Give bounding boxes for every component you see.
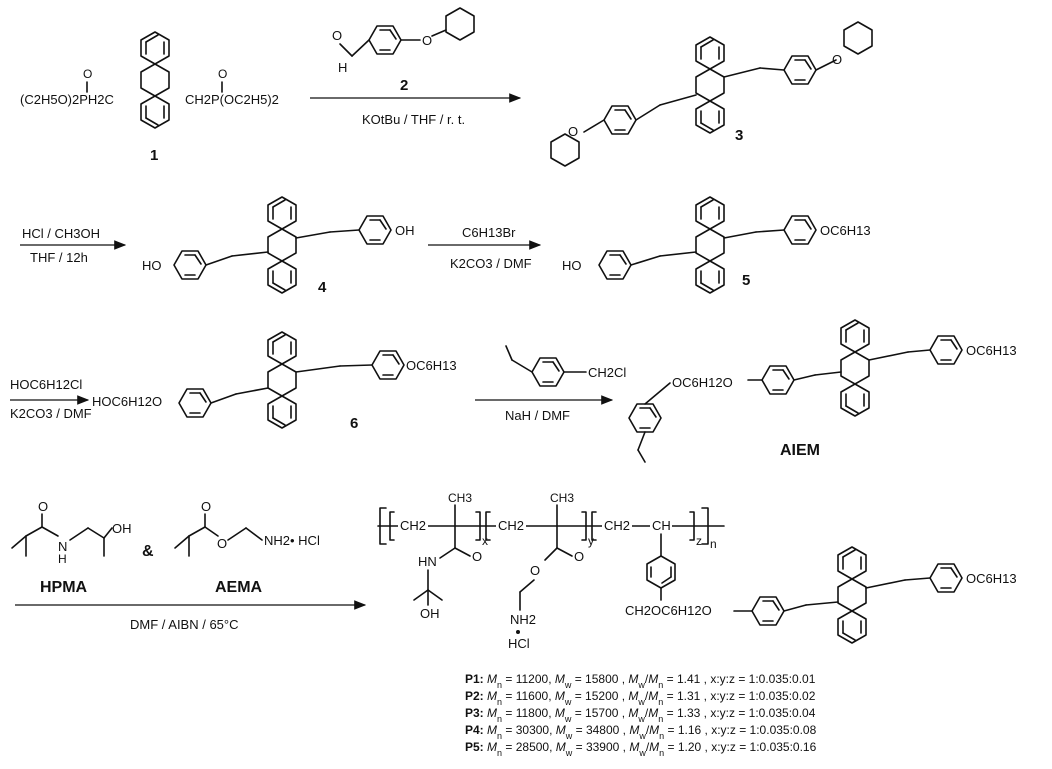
- compound-1-number: 1: [150, 147, 158, 164]
- aiem-linker: OC6H12O: [672, 375, 733, 390]
- compound-5-ho: HO: [562, 258, 582, 273]
- ether-o-label: O: [422, 33, 432, 48]
- poly-linker: CH2OC6H12O: [625, 603, 712, 618]
- polymer-row: P4: Mn = 30300, Mw = 34800 , Mw/Mn = 1.1…: [465, 723, 817, 741]
- conditions-5: NaH / DMF: [505, 408, 570, 423]
- conditions-2-bottom: THF / 12h: [30, 250, 88, 265]
- poly-o-1: O: [472, 549, 482, 564]
- hpma-label: HPMA: [40, 579, 88, 596]
- aiem-label: AIEM: [780, 442, 820, 459]
- compound-4-oh: OH: [395, 223, 415, 238]
- copolymer-structure: CH2 CH3 x CH2 CH3 y CH2 CH z n O HN OH O…: [377, 491, 1017, 651]
- ampersand: &: [142, 543, 154, 560]
- aldehyde-o-label: O: [332, 28, 342, 43]
- hpma-monomer: O N H OH HPMA: [11, 499, 132, 596]
- reagent-3-top: C6H13Br: [462, 225, 516, 240]
- compound-5: HO OC6H13 5: [562, 196, 871, 294]
- aema-nh2hcl: NH2• HCl: [264, 533, 320, 548]
- poly-oc6h13: OC6H13: [966, 571, 1017, 586]
- aiem-structure: OC6H12O OC6H13 AIEM: [628, 319, 1017, 463]
- aldehyde-2: O O H 2: [332, 7, 475, 94]
- compound-3-o-left: O: [568, 124, 578, 139]
- compound-6-oc6h13: OC6H13: [406, 358, 457, 373]
- compound-3-o-right: O: [832, 52, 842, 67]
- phosphonate-right-label: CH2P(OC2H5)2: [185, 92, 279, 107]
- compound-6-number: 6: [350, 415, 358, 432]
- hpma-oh: OH: [112, 521, 132, 536]
- poly-o-2: O: [574, 549, 584, 564]
- poly-oh: OH: [420, 606, 440, 621]
- reagent-4-top: HOC6H12Cl: [10, 377, 82, 392]
- compound-5-oc6h13: OC6H13: [820, 223, 871, 238]
- poly-hn: HN: [418, 554, 437, 569]
- poly-ch3-2: CH3: [550, 491, 574, 505]
- poly-ch2-3: CH2: [604, 518, 630, 533]
- poly-z: z: [696, 534, 702, 548]
- polymer-data-list: P1: Mn = 11200, Mw = 15800 , Mw/Mn = 1.4…: [465, 672, 817, 758]
- compound-3: O O 3: [550, 21, 873, 167]
- compound-4-number: 4: [318, 279, 327, 296]
- poly-ch2-1: CH2: [400, 518, 426, 533]
- poly-ch: CH: [652, 518, 671, 533]
- ch2cl-label: CH2Cl: [588, 365, 626, 380]
- vinylbenzyl-chloride: CH2Cl: [505, 345, 626, 387]
- polymer-row: P1: Mn = 11200, Mw = 15800 , Mw/Mn = 1.4…: [465, 672, 816, 690]
- compound-6: HOC6H12O OC6H13 6: [92, 331, 457, 432]
- reagent-3-bottom: K2CO3 / DMF: [450, 256, 532, 271]
- polymer-row: P5: Mn = 28500, Mw = 33900 , Mw/Mn = 1.2…: [465, 740, 817, 758]
- compound-1: (C2H5O)2PH2C CH2P(OC2H5)2 O O 1: [20, 31, 279, 164]
- compound-5-number: 5: [742, 272, 750, 289]
- polymer-row: P3: Mn = 11800, Mw = 15700 , Mw/Mn = 1.3…: [465, 706, 816, 724]
- poly-hcl: HCl: [508, 636, 530, 651]
- aema-monomer: O O NH2• HCl AEMA: [174, 499, 320, 596]
- aldehyde-h-label: H: [338, 60, 347, 75]
- phosphonate-left-label: (C2H5O)2PH2C: [20, 92, 114, 107]
- compound-4: HO OH 4: [142, 196, 415, 296]
- poly-ch3-1: CH3: [448, 491, 472, 505]
- aiem-oc6h13: OC6H13: [966, 343, 1017, 358]
- conditions-6: DMF / AIBN / 65°C: [130, 617, 239, 632]
- oxygen-right-label: O: [218, 67, 227, 81]
- poly-o-3: O: [530, 563, 540, 578]
- poly-ch2-2: CH2: [498, 518, 524, 533]
- poly-x: x: [482, 534, 488, 548]
- compound-4-ho: HO: [142, 258, 162, 273]
- poly-n: n: [710, 537, 717, 551]
- poly-nh2: NH2: [510, 612, 536, 627]
- polymer-row: P2: Mn = 11600, Mw = 15200 , Mw/Mn = 1.3…: [465, 689, 816, 707]
- hpma-n: N: [58, 539, 67, 554]
- aema-o-carbonyl: O: [201, 499, 211, 514]
- aema-o-ester: O: [217, 536, 227, 551]
- conditions-1: KOtBu / THF / r. t.: [362, 112, 465, 127]
- reagent-2-number: 2: [400, 77, 408, 94]
- poly-y: y: [588, 534, 594, 548]
- hpma-h: H: [58, 552, 67, 566]
- reagent-4-bottom: K2CO3 / DMF: [10, 406, 92, 421]
- hpma-o: O: [38, 499, 48, 514]
- compound-3-number: 3: [735, 127, 743, 144]
- compound-6-hoc6h12o: HOC6H12O: [92, 394, 162, 409]
- oxygen-left-label: O: [83, 67, 92, 81]
- conditions-2-top: HCl / CH3OH: [22, 226, 100, 241]
- aema-label: AEMA: [215, 579, 263, 596]
